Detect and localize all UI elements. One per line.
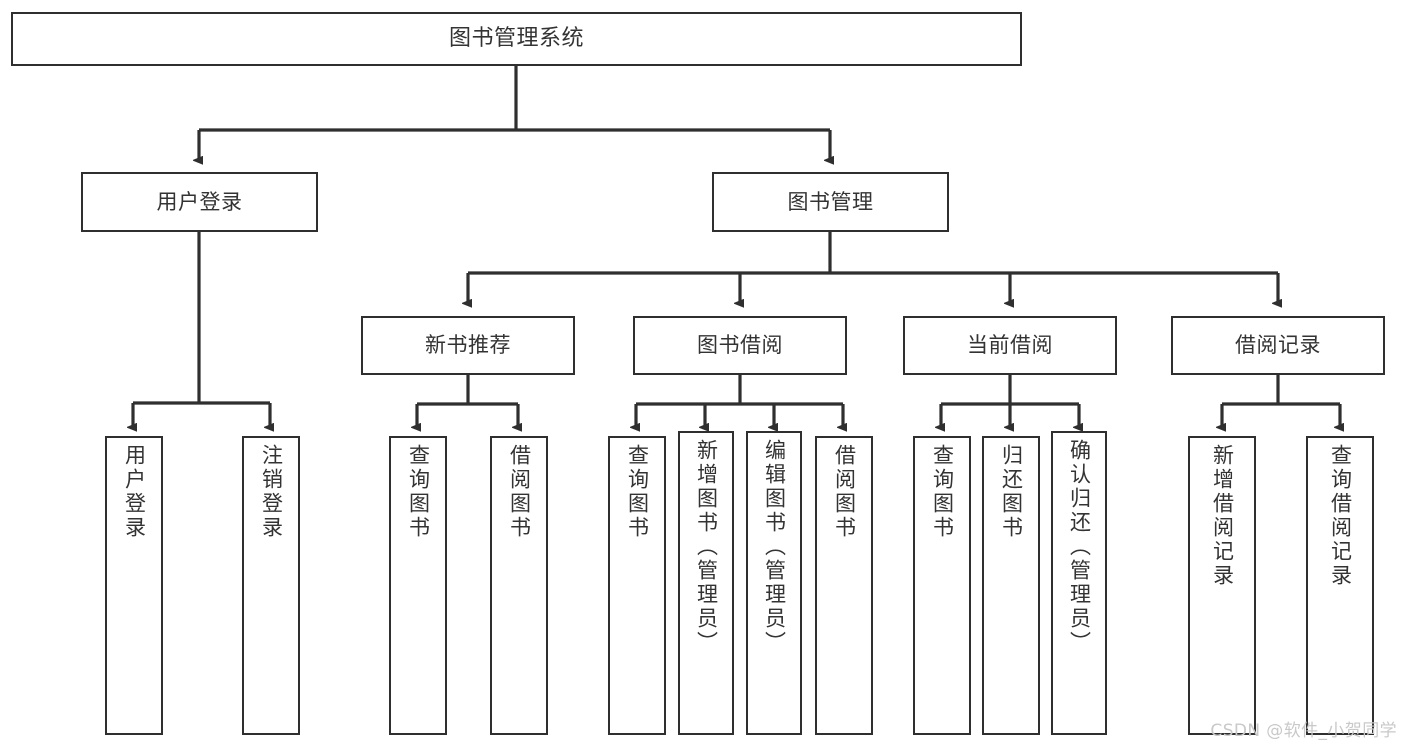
node-label: 归还图书: [999, 444, 1024, 540]
node-label: 用户登录: [156, 189, 243, 214]
leaf-edit-book-admin[interactable]: 编辑图书（管理员）: [746, 431, 802, 735]
leaf-query-book-current[interactable]: 查询图书: [913, 436, 971, 735]
leaf-user-login[interactable]: 用户登录: [105, 436, 163, 735]
node-borrow-record[interactable]: 借阅记录: [1171, 316, 1385, 375]
node-book-management[interactable]: 图书管理: [712, 172, 949, 232]
leaf-query-borrow-record[interactable]: 查询借阅记录: [1306, 436, 1374, 735]
node-label: 借阅图书: [832, 444, 857, 540]
leaf-add-borrow-record[interactable]: 新增借阅记录: [1188, 436, 1256, 735]
node-label: 确认归还（管理员）: [1067, 439, 1092, 655]
node-label: 借阅图书: [507, 444, 532, 540]
leaf-borrow-book-recommendation[interactable]: 借阅图书: [490, 436, 548, 735]
watermark: CSDN @软件_小贺同学: [1210, 721, 1397, 741]
node-label: 图书借阅: [697, 333, 783, 358]
leaf-query-book-recommendation[interactable]: 查询图书: [389, 436, 447, 735]
node-label: 图书管理系统: [448, 26, 584, 52]
node-label: 注销登录: [259, 444, 284, 540]
node-label: 查询借阅记录: [1328, 444, 1353, 588]
node-label: 图书管理: [787, 189, 874, 214]
leaf-query-book-borrow[interactable]: 查询图书: [608, 436, 666, 735]
leaf-add-book-admin[interactable]: 新增图书（管理员）: [678, 431, 734, 735]
node-label: 用户登录: [122, 444, 147, 540]
node-label: 查询图书: [406, 444, 431, 540]
leaf-borrow-book[interactable]: 借阅图书: [815, 436, 873, 735]
node-label: 借阅记录: [1235, 333, 1321, 358]
node-new-book-recommendation[interactable]: 新书推荐: [361, 316, 575, 375]
node-label: 新增图书（管理员）: [694, 439, 719, 655]
leaf-confirm-return-admin[interactable]: 确认归还（管理员）: [1051, 431, 1107, 735]
node-label: 新增借阅记录: [1210, 444, 1235, 588]
node-book-borrow[interactable]: 图书借阅: [633, 316, 847, 375]
node-label: 新书推荐: [425, 333, 511, 358]
node-label: 查询图书: [930, 444, 955, 540]
node-label: 当前借阅: [967, 333, 1053, 358]
node-current-borrow[interactable]: 当前借阅: [903, 316, 1117, 375]
leaf-return-book[interactable]: 归还图书: [982, 436, 1040, 735]
node-label: 查询图书: [625, 444, 650, 540]
leaf-user-logout[interactable]: 注销登录: [242, 436, 300, 735]
node-user-login[interactable]: 用户登录: [81, 172, 318, 232]
node-root-book-management-system[interactable]: 图书管理系统: [11, 12, 1022, 66]
node-label: 编辑图书（管理员）: [762, 439, 787, 655]
